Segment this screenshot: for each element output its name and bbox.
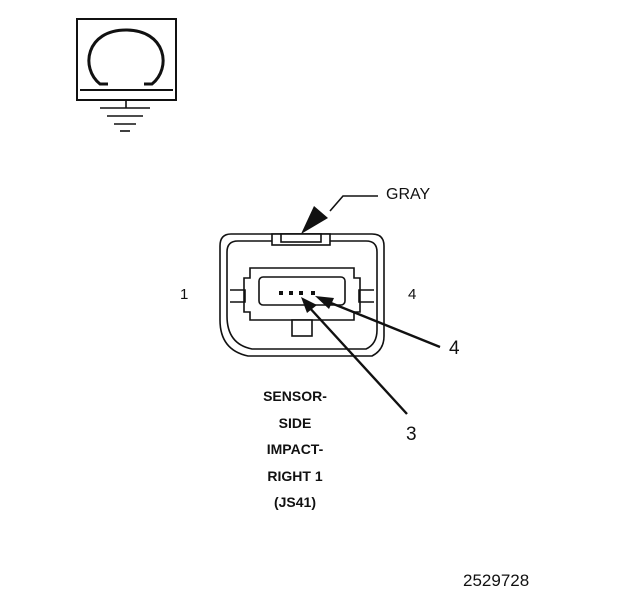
pin-1 [279, 291, 283, 295]
ohm-ground-icon [76, 18, 177, 132]
connector-name-line-3: IMPACT- [266, 441, 324, 457]
connector-name-line-4: RIGHT 1 [267, 467, 323, 484]
connector-pins [279, 291, 315, 295]
pin-3 [299, 291, 303, 295]
pin-right-label: 4 [408, 286, 417, 303]
connector-body [219, 233, 385, 357]
connector-name: SENSOR- SIDE IMPACT- RIGHT 1 (JS41) [228, 383, 362, 516]
connector-name-line-1: SENSOR- [263, 388, 327, 404]
pin-4 [311, 291, 315, 295]
connector-color-label: GRAY [386, 186, 431, 203]
connector-name-line-5: (JS41) [273, 494, 317, 510]
callout-4-label: 4 [449, 338, 460, 359]
connector-name-line-2: SIDE [278, 414, 312, 431]
pin-2 [289, 291, 293, 295]
figure-id: 2529728 [463, 571, 530, 590]
callout-leader-3 [301, 297, 408, 415]
callout-3-label: 3 [406, 424, 417, 445]
gray-leader-arrow [301, 195, 378, 234]
callout-leader-4 [315, 296, 441, 349]
pin-left-label: 1 [180, 286, 189, 303]
